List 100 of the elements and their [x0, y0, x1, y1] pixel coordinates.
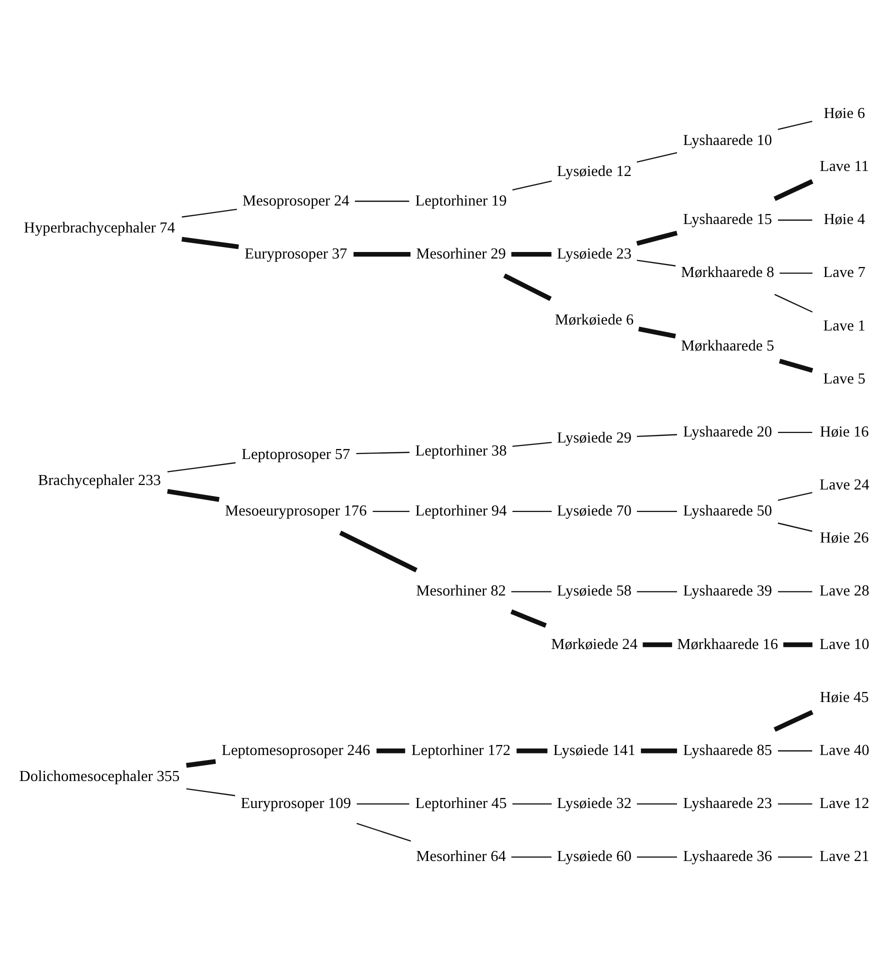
connector: [512, 441, 552, 446]
connector: [376, 748, 406, 753]
connector: [778, 431, 812, 432]
node-text: Mørkhaarede 8: [680, 264, 774, 281]
connector: [778, 120, 812, 130]
node-text: Lyshaarede 23: [683, 794, 772, 812]
node-text: Mørkhaarede 5: [680, 336, 774, 354]
node-text: Mesoprosoper 24: [242, 192, 350, 209]
connector: [354, 200, 410, 202]
connector: [774, 709, 814, 732]
node-text: Lyshaarede 15: [683, 210, 772, 228]
connector: [636, 152, 678, 162]
node-text: Lyshaarede 36: [683, 848, 772, 865]
node-text: Lyshaarede 10: [683, 132, 772, 149]
node-text: Leptorhiner 19: [415, 192, 507, 209]
connector: [778, 590, 812, 592]
node-text: Lyshaarede 39: [683, 582, 772, 600]
connector: [778, 522, 812, 532]
connector: [780, 272, 812, 274]
node-text: Lysøiede 58: [557, 582, 632, 600]
connector: [372, 510, 410, 512]
node-text: Mørkøiede 24: [551, 635, 638, 652]
node-text: Mesorhiner 82: [416, 582, 506, 600]
connector: [503, 272, 552, 301]
node-text: Lysøiede 141: [553, 741, 636, 758]
node-text: Mørkhaarede 16: [677, 635, 778, 652]
node-text: Leptorhiner 45: [415, 794, 507, 812]
connector: [638, 326, 676, 338]
node-text: Lysøiede 60: [557, 848, 632, 865]
node-text: Dolichomesocephaler 355: [19, 767, 180, 784]
connector: [778, 491, 812, 500]
node-text: Lysøiede 23: [557, 244, 632, 262]
node-text: Leptorhiner 172: [411, 741, 511, 758]
connector: [778, 358, 814, 372]
node-text: Lave 12: [819, 794, 870, 812]
connector: [636, 590, 677, 592]
node-text: Lave 28: [819, 582, 870, 600]
node-text: Høie 6: [824, 104, 866, 122]
connector: [511, 590, 552, 592]
connector: [778, 802, 812, 804]
node-text: Lave 24: [819, 476, 870, 494]
connector: [186, 788, 236, 796]
connector: [186, 758, 216, 768]
connector: [167, 462, 236, 472]
connector: [636, 510, 677, 512]
connector: [511, 856, 552, 858]
node-text: Lyshaarede 50: [683, 502, 772, 519]
connector: [354, 251, 411, 256]
connector: [636, 259, 676, 266]
node-text: Høie 4: [824, 210, 866, 228]
connector: [636, 230, 678, 246]
node-text: Lyshaarede 20: [683, 422, 772, 440]
node-text: Euryprosoper 109: [240, 794, 352, 812]
connector: [778, 750, 812, 751]
node-text: Lave 1: [823, 316, 866, 334]
node-text: Lave 11: [820, 158, 869, 175]
node-text: Lave 21: [819, 848, 870, 865]
node-text: Lysøiede 12: [557, 162, 632, 180]
node-text: Leptomesoprosoper 246: [222, 741, 370, 758]
connector: [636, 802, 677, 804]
node-text: Lysøiede 29: [557, 428, 632, 446]
node-text: Leptorhiner 38: [415, 442, 507, 459]
connector: [640, 748, 678, 753]
connector: [356, 802, 410, 804]
node-text: Lave 5: [823, 370, 866, 387]
node-text: Lyshaarede 85: [683, 741, 772, 758]
node-text: Mesoeuryprosoper 176: [224, 502, 367, 519]
node-text: Høie 16: [820, 422, 869, 440]
connector: [356, 451, 410, 454]
connector: [356, 822, 411, 842]
node-text: Høie 26: [820, 529, 869, 546]
connector: [783, 642, 812, 647]
connector: [512, 802, 552, 804]
connector: [778, 856, 812, 858]
connector: [642, 642, 672, 647]
node-text: Euryprosoper 37: [244, 244, 348, 262]
node-text: Mesorhiner 29: [416, 244, 506, 262]
connector: [182, 236, 239, 249]
node-text: Lave 10: [819, 635, 870, 652]
connector: [774, 178, 814, 200]
node-text: Hyperbrachycephaler 74: [24, 218, 176, 236]
node-text: Leptoprosoper 57: [242, 445, 350, 462]
connector: [774, 293, 813, 312]
connector: [512, 510, 552, 512]
connector: [510, 608, 547, 628]
node-text: Lave 7: [823, 264, 866, 281]
node-text: Lave 40: [819, 741, 870, 758]
connector: [167, 488, 220, 502]
connector: [511, 251, 552, 256]
connector: [339, 530, 418, 572]
node-text: Mesorhiner 64: [416, 848, 506, 865]
connector: [512, 180, 552, 190]
connector: [636, 434, 678, 437]
node-text: Brachycephaler 233: [38, 471, 161, 488]
connector: [516, 748, 548, 753]
node-text: Leptorhiner 94: [415, 502, 507, 519]
connector: [778, 219, 812, 220]
node-text: Høie 45: [820, 688, 869, 706]
node-text: Lysøiede 70: [557, 502, 632, 519]
node-text: Lysøiede 32: [557, 794, 632, 812]
